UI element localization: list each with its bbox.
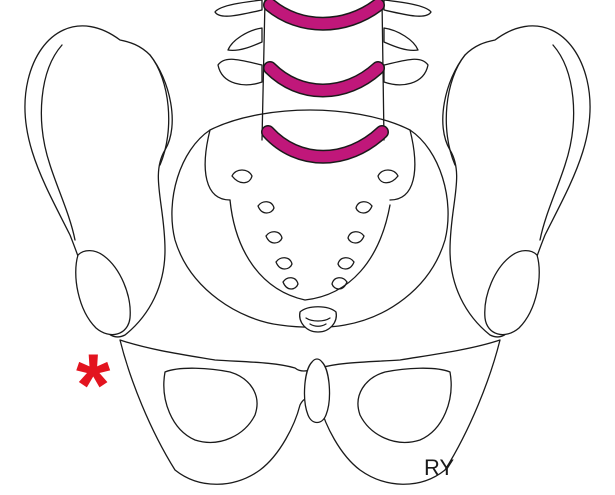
coccyx	[300, 307, 337, 332]
asterisk-marker: *	[76, 335, 111, 434]
sacrum	[172, 110, 448, 327]
corner-marker-label: RY	[424, 455, 454, 480]
pubic-symphysis	[305, 359, 330, 423]
transverse-processes	[215, 0, 431, 85]
